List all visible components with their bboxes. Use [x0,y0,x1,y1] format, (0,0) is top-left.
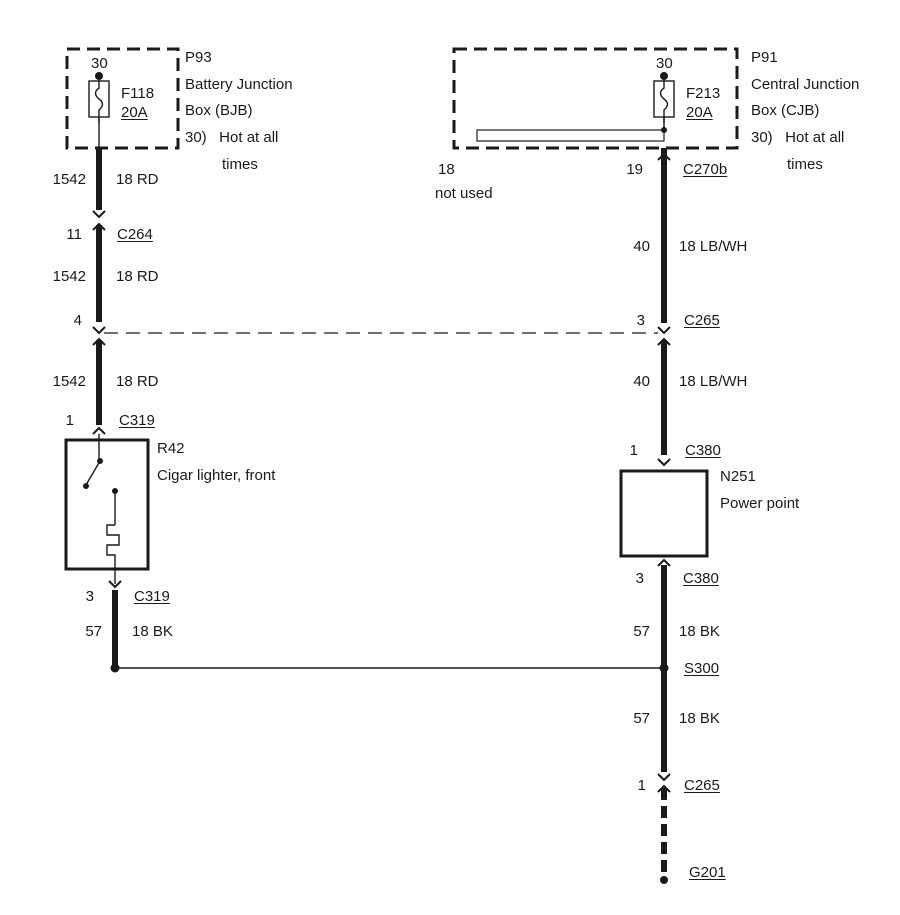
fuse-f213-element [659,76,669,123]
wire-circuit-label: 1542 [52,171,86,188]
ground-bus-left-dot [110,663,120,673]
bjb-module-name-2: Box (BJB) [185,102,253,119]
wire-gauge-color-label: 18 RD [116,268,159,285]
power-point-box [619,469,709,558]
ground-g201-dot [660,876,668,884]
connector-pin-label: 11 [66,226,82,243]
wire-circuit-label: 1542 [52,268,86,285]
wire-gauge-color-label: 18 LB/WH [679,238,748,255]
unused-terminal-bar [476,129,665,142]
cigar-lighter-name: Cigar lighter, front [157,467,276,484]
power-point-id: N251 [720,468,756,485]
wire-gauge-color-label: 18 RD [116,373,159,390]
cjb-module-id: P91 [751,49,778,66]
fuse-f213-id: F213 [686,85,721,102]
wire-circuit-label: 40 [633,238,650,255]
cigar-lighter-box [64,438,150,571]
fuse-f118-element [94,76,104,123]
bjb-module-id: P93 [185,49,212,66]
connector-id-label: C319 [119,412,155,429]
connector-id-label: C264 [117,226,153,243]
bjb-pin-label: 30 [91,55,108,72]
connector-pin-label: 1 [637,777,646,794]
connector-id-label: C319 [134,588,170,605]
wire-gauge-color-label: 18 BK [679,710,720,727]
bjb-note-1: 30) Hot at all [185,129,279,146]
connector-id-label: C265 [684,777,720,794]
connector-id-label: C265 [684,312,720,329]
splice-s300-dot [659,663,669,673]
wire-circuit-label: 57 [85,623,102,640]
cigar-lighter-id: R42 [157,440,185,457]
power-point-name: Power point [720,495,800,512]
wire-circuit-label: 1542 [52,373,86,390]
connector-id-label: C380 [685,442,721,459]
cjb-module-box [452,47,739,150]
unused-pin-number: 18 [438,161,455,178]
cjb-module-name-2: Box (CJB) [751,102,820,119]
fuse-f118-rating: 20A [121,104,148,121]
cjb-note-1: 30) Hot at all [751,129,845,146]
connector-pin-label: 19 [626,161,643,178]
lighter-switch-blade [85,460,101,486]
connector-pin-label: 1 [629,442,638,459]
connector-id-label: C270b [683,161,728,178]
splice-s300-label: S300 [684,660,720,677]
fuse-f118-id: F118 [121,85,155,102]
lighter-heating-element [106,524,120,584]
connector-pin-label: 3 [635,570,644,587]
wire-circuit-label: 57 [633,623,650,640]
bjb-note-2: times [222,156,258,173]
wire-gauge-color-label: 18 BK [132,623,173,640]
wire-circuit-label: 57 [633,710,650,727]
wire-gauge-color-label: 18 LB/WH [679,373,748,390]
connector-pin-label: 3 [636,312,645,329]
wire-gauge-color-label: 18 BK [679,623,720,640]
wire-gauge-color-label: 18 RD [116,171,159,188]
cjb-module-name-1: Central Junction [751,76,860,93]
cjb-note-2: times [787,156,823,173]
bjb-module-name-1: Battery Junction [185,76,293,93]
wire-circuit-label: 40 [633,373,650,390]
connector-pin-label: 1 [65,412,74,429]
unused-pin-label: not used [435,185,493,202]
cjb-pin-label: 30 [656,55,673,72]
connector-pin-label: 4 [73,312,82,329]
fuse-f213-rating: 20A [686,104,713,121]
connector-id-label: C380 [683,570,719,587]
ground-g201-label: G201 [689,864,726,881]
connector-pin-label: 3 [85,588,94,605]
bjb-module-box [65,47,180,150]
